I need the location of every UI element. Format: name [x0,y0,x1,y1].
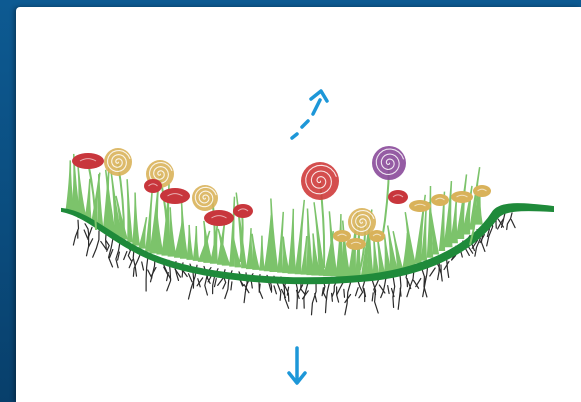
round-flower [409,200,431,212]
arrow-down-icon [289,348,305,383]
grass-blade [139,217,146,248]
root-branch [372,293,373,301]
root-branch [84,230,87,238]
grass-blade [283,237,289,273]
root [507,213,512,230]
grass-blade [252,234,259,269]
round-flower [473,185,491,197]
root [109,238,113,267]
root-branch [231,282,232,290]
root-branch [322,288,323,296]
grass-blade [230,197,234,266]
root [326,280,331,312]
grass-blade [181,201,188,258]
grass-blade [78,166,86,217]
root-branch [106,241,107,249]
root-branch [142,262,144,270]
root-branch [511,220,515,228]
root-branch [430,268,435,276]
grass-blade [85,179,91,220]
root-branch [416,279,421,287]
round-flower [388,190,408,204]
root-branch [274,286,276,294]
round-flower [144,179,162,193]
round-flower [160,188,190,204]
grass-blade [278,212,283,272]
root [374,279,379,295]
spiral-flower [104,148,132,176]
round-flower [204,210,234,226]
root [93,231,99,257]
grass-blade [187,225,193,259]
grass-blades [66,154,482,276]
root-branch [356,288,359,296]
grass-blade [307,208,313,274]
round-flower [346,238,366,250]
root [146,256,148,291]
grass-blade [270,198,278,271]
root-branch [189,274,192,282]
root-branch [315,294,317,302]
root-branch [215,279,217,287]
root-branch [344,289,345,297]
round-flower [451,191,473,203]
grass-blade [451,197,457,243]
grass-blade [342,221,349,276]
root [337,281,344,302]
spiral-flower [301,162,339,200]
spiral-flower [372,146,406,180]
grass-blade [288,209,295,273]
dashed-arrow-up-icon [292,91,327,138]
spiral-flower [192,185,218,211]
grass-blade [444,181,451,246]
rain-garden-diagram [16,7,581,402]
root-branch [124,252,127,260]
root-branch [332,293,333,301]
grass-blade [260,236,264,270]
round-flower [233,204,253,218]
root-branch [89,239,93,247]
root-branch [400,288,401,296]
root [393,276,395,307]
root [358,281,363,298]
grass-blade [157,213,163,253]
grass-blade [301,236,306,274]
root-branch [218,277,224,285]
round-flower [431,194,449,206]
root-branch [388,286,389,294]
grass-blade [204,221,212,262]
round-flower [369,230,385,242]
grass-blade [168,207,175,256]
round-flower [72,153,104,169]
grass-blade [127,179,132,242]
grass-blade [98,174,103,226]
grass-blade [194,226,199,260]
diagram-panel [16,7,581,402]
grass-blade [133,192,139,244]
